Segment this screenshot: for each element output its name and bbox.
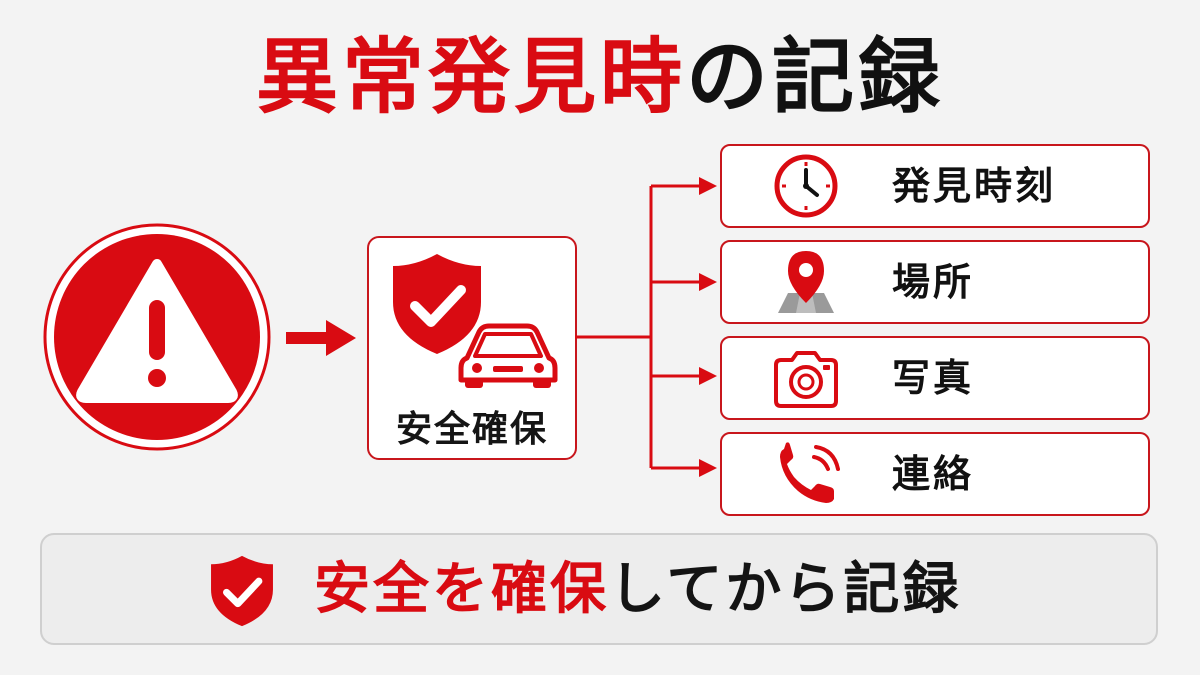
shield-check-icon bbox=[393, 254, 481, 354]
warning-icon bbox=[43, 223, 271, 451]
safety-step-label: 安全確保 bbox=[395, 409, 548, 450]
arrow-right-icon bbox=[286, 320, 356, 356]
title-rest: の記録 bbox=[686, 30, 945, 125]
record-item-contact: 連絡 bbox=[720, 432, 1150, 516]
clock-icon bbox=[774, 154, 838, 218]
car-icon bbox=[458, 323, 558, 388]
safety-step-box: 安全確保 bbox=[367, 236, 577, 460]
footer-message: 安全を確保してから記録 bbox=[314, 555, 961, 625]
phone-icon bbox=[780, 442, 840, 503]
record-item-photo: 写真 bbox=[720, 336, 1150, 420]
record-item-label: 場所 bbox=[892, 260, 975, 304]
branch-connector bbox=[575, 177, 717, 477]
footer-highlight: 安全を確保 bbox=[314, 557, 609, 622]
record-item-label: 発見時刻 bbox=[892, 164, 1057, 208]
record-item-time: 発見時刻 bbox=[720, 144, 1150, 228]
title-highlight: 異常発見時 bbox=[255, 30, 686, 125]
shield-check-icon bbox=[211, 555, 273, 627]
camera-icon bbox=[774, 351, 838, 408]
page-title: 異常発見時の記録 bbox=[0, 28, 1200, 128]
footer-banner: 安全を確保してから記録 bbox=[40, 533, 1158, 645]
footer-rest: してから記録 bbox=[609, 557, 962, 622]
record-item-label: 写真 bbox=[892, 356, 975, 400]
record-item-place: 場所 bbox=[720, 240, 1150, 324]
record-item-label: 連絡 bbox=[892, 452, 975, 496]
location-pin-icon bbox=[778, 251, 834, 313]
